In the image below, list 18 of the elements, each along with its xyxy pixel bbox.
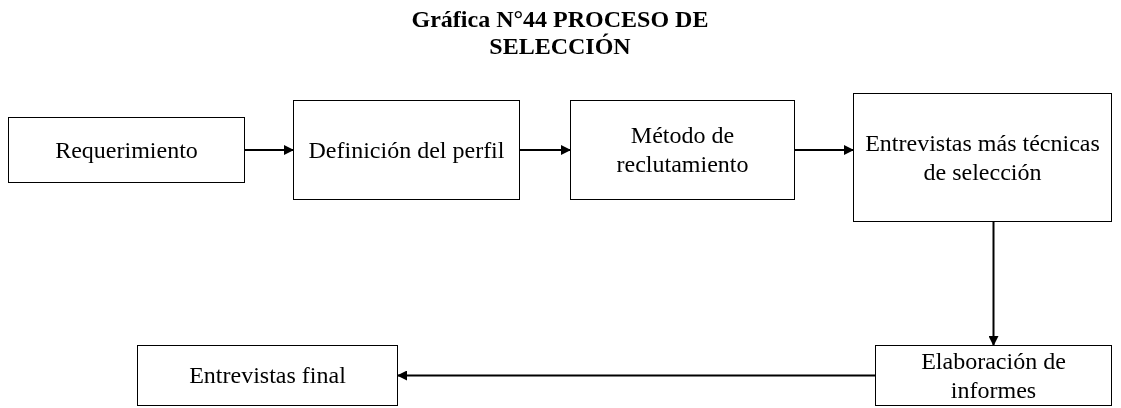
process-box: [137, 345, 398, 406]
arrow: [519, 145, 571, 155]
box-label: Método de reclutamiento: [615, 121, 750, 179]
box-label: Entrevistas final: [189, 361, 346, 390]
box-label: Entrevistas más técnicas de selección: [864, 128, 1101, 187]
process-box: [875, 345, 1112, 406]
box-label: Requerimiento: [55, 135, 198, 165]
box-label: Definición del perfil: [308, 135, 505, 165]
arrow: [397, 370, 876, 381]
box-label: Elaboración de informes: [920, 346, 1067, 405]
arrow: [794, 145, 854, 155]
arrow: [988, 221, 999, 346]
process-box: [570, 100, 795, 200]
arrow: [244, 145, 294, 155]
diagram-title: Gráfica N°44 PROCESO DE SELECCIÓN: [410, 6, 710, 60]
process-box: [293, 100, 520, 200]
process-box: [853, 93, 1112, 222]
process-box: [8, 117, 245, 183]
